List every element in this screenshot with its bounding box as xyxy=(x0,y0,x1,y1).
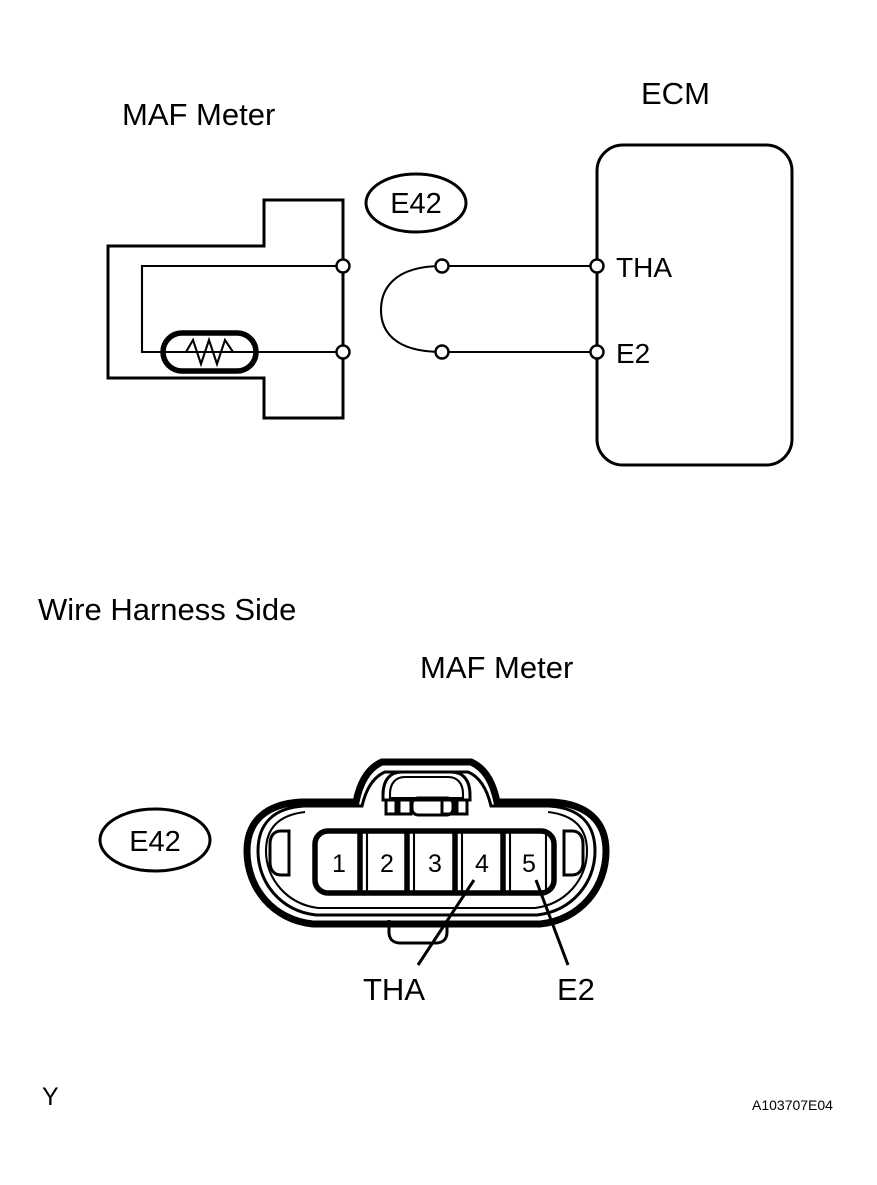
pin-number-5: 5 xyxy=(522,850,536,878)
maf-terminal-e2-node xyxy=(335,344,351,360)
harness-connector-title: MAF Meter xyxy=(420,650,573,685)
harness-wire-loop xyxy=(379,258,597,360)
ecm-module-box: THA E2 xyxy=(589,143,794,467)
maf-connector-illustration: 1 2 3 4 5 xyxy=(243,758,610,945)
schematic-section: MAF Meter ECM E42 xyxy=(106,76,794,467)
ecm-terminal-tha-label: THA xyxy=(616,252,672,283)
ecm-terminal-tha-node xyxy=(589,258,605,274)
ecm-title: ECM xyxy=(641,76,710,111)
maf-terminal-tha-node xyxy=(335,258,351,274)
connector-badge-e42-harness: E42 xyxy=(98,807,212,873)
callout-leader-tha xyxy=(416,879,476,966)
callout-leader-e2 xyxy=(534,879,570,966)
connector-badge-e42-harness-label: E42 xyxy=(129,826,181,858)
bottom-left-mark: Y xyxy=(42,1083,59,1111)
wire-node-e2 xyxy=(434,344,450,360)
pin-number-1: 1 xyxy=(332,850,346,878)
callout-label-e2: E2 xyxy=(557,972,595,1007)
callout-label-tha: THA xyxy=(363,972,425,1007)
wire-harness-section: Wire Harness Side MAF Meter E42 xyxy=(38,592,610,1007)
ecm-terminal-e2-node xyxy=(589,344,605,360)
ecm-terminal-e2-label: E2 xyxy=(616,338,650,369)
pin-number-2: 2 xyxy=(380,850,394,878)
pin-number-4: 4 xyxy=(475,850,489,878)
figure-reference-code: A103707E04 xyxy=(752,1097,833,1113)
connector-badge-e42-schematic-label: E42 xyxy=(390,188,442,220)
wire-node-tha xyxy=(434,258,450,274)
connector-badge-e42-schematic: E42 xyxy=(364,172,468,234)
pin-number-3: 3 xyxy=(428,850,442,878)
thermistor-symbol xyxy=(160,330,259,374)
maf-meter-title: MAF Meter xyxy=(122,97,275,132)
wire-harness-side-title: Wire Harness Side xyxy=(38,592,296,627)
